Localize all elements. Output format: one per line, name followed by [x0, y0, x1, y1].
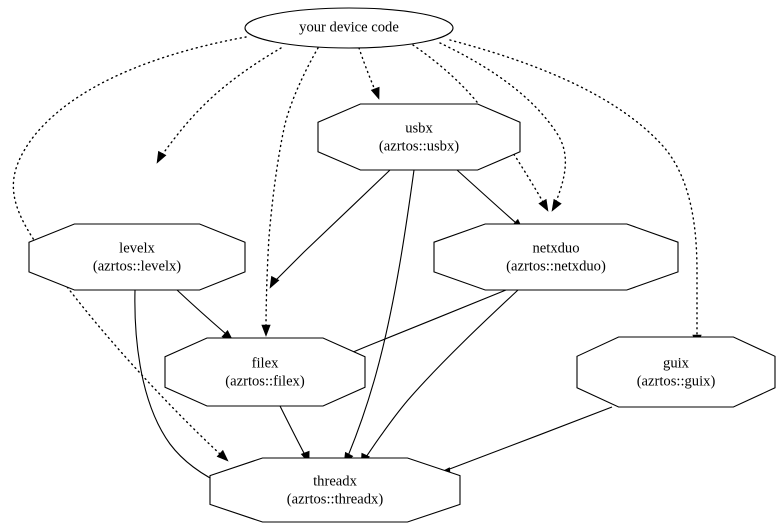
edge-line: [446, 406, 613, 471]
node-label-primary: filex: [252, 355, 279, 371]
edge-usbx-to-threadx: [343, 169, 415, 465]
edge-line: [412, 44, 544, 203]
node-label-primary: netxduo: [532, 240, 579, 256]
edge-device-to-guix: [449, 39, 702, 347]
node-label-namespace: (azrtos::usbx): [379, 138, 459, 154]
arrow-head-icon: [538, 198, 549, 212]
node-shape-octagon: [209, 457, 461, 523]
node-shape-octagon: [317, 103, 521, 171]
node-filex[interactable]: filex(azrtos::filex): [164, 337, 366, 407]
edge-usbx-to-netxduo: [456, 169, 524, 231]
node-label-namespace: (azrtos::levelx): [93, 258, 181, 274]
node-label-namespace: (azrtos::netxduo): [506, 258, 606, 274]
arrow-head-icon: [370, 86, 380, 100]
arrow-head-icon: [156, 150, 167, 164]
edge-line: [176, 289, 227, 335]
edge-line: [343, 289, 507, 357]
node-label-namespace: (azrtos::guix): [637, 373, 716, 389]
edge-line: [358, 47, 376, 91]
node-label-primary: threadx: [313, 473, 357, 489]
node-shape-octagon: [28, 223, 246, 291]
node-usbx[interactable]: usbx(azrtos::usbx): [317, 103, 521, 171]
arrow-head-icon: [269, 275, 280, 289]
arrow-head-icon: [551, 198, 562, 212]
edge-line: [365, 289, 519, 458]
node-shape-ellipse: [244, 7, 454, 49]
node-threadx[interactable]: threadx(azrtos::threadx): [209, 457, 461, 523]
edge-line: [347, 169, 415, 457]
edge-device-to-levelx: [156, 47, 282, 164]
edge-line: [439, 42, 566, 203]
nodes-layer: your device codeusbx(azrtos::usbx)levelx…: [28, 7, 776, 523]
edge-netxduo-to-threadx: [360, 289, 519, 466]
node-label-namespace: (azrtos::threadx): [287, 491, 384, 507]
edge-line: [449, 39, 698, 338]
edge-filex-to-threadx: [279, 405, 310, 464]
edge-line: [12, 36, 247, 455]
arrow-head-icon: [216, 449, 229, 462]
node-guix[interactable]: guix(azrtos::guix): [576, 336, 776, 408]
node-device[interactable]: your device code: [244, 7, 454, 49]
node-shape-octagon: [576, 336, 776, 408]
node-netxduo[interactable]: netxduo(azrtos::netxduo): [433, 223, 679, 291]
edge-line: [279, 405, 306, 456]
edge-line: [274, 169, 391, 282]
edge-line: [265, 47, 319, 328]
node-label-primary: guix: [663, 355, 690, 371]
node-label-primary: usbx: [405, 120, 433, 136]
edge-device-to-netxduo: [412, 44, 549, 212]
edge-device-to-threadx: [12, 36, 247, 462]
edge-usbx-to-filex: [269, 169, 391, 289]
node-shape-octagon: [433, 223, 679, 291]
node-shape-octagon: [164, 337, 366, 407]
edge-levelx-to-filex: [176, 289, 234, 342]
node-levelx[interactable]: levelx(azrtos::levelx): [28, 223, 246, 291]
edge-device-to-usbx: [358, 47, 380, 100]
edge-line: [456, 169, 517, 224]
edge-guix-to-threadx: [438, 406, 613, 477]
node-label-primary: your device code: [299, 19, 399, 35]
node-label-primary: levelx: [119, 240, 155, 256]
edge-line: [134, 289, 227, 487]
edge-line: [161, 47, 282, 156]
node-label-namespace: (azrtos::filex): [225, 373, 305, 389]
edge-device-to-filex: [261, 47, 319, 337]
edge-device-to-netxduo2: [439, 42, 566, 212]
arrow-head-icon: [261, 324, 271, 337]
edge-netxduo-to-filex: [335, 289, 507, 360]
